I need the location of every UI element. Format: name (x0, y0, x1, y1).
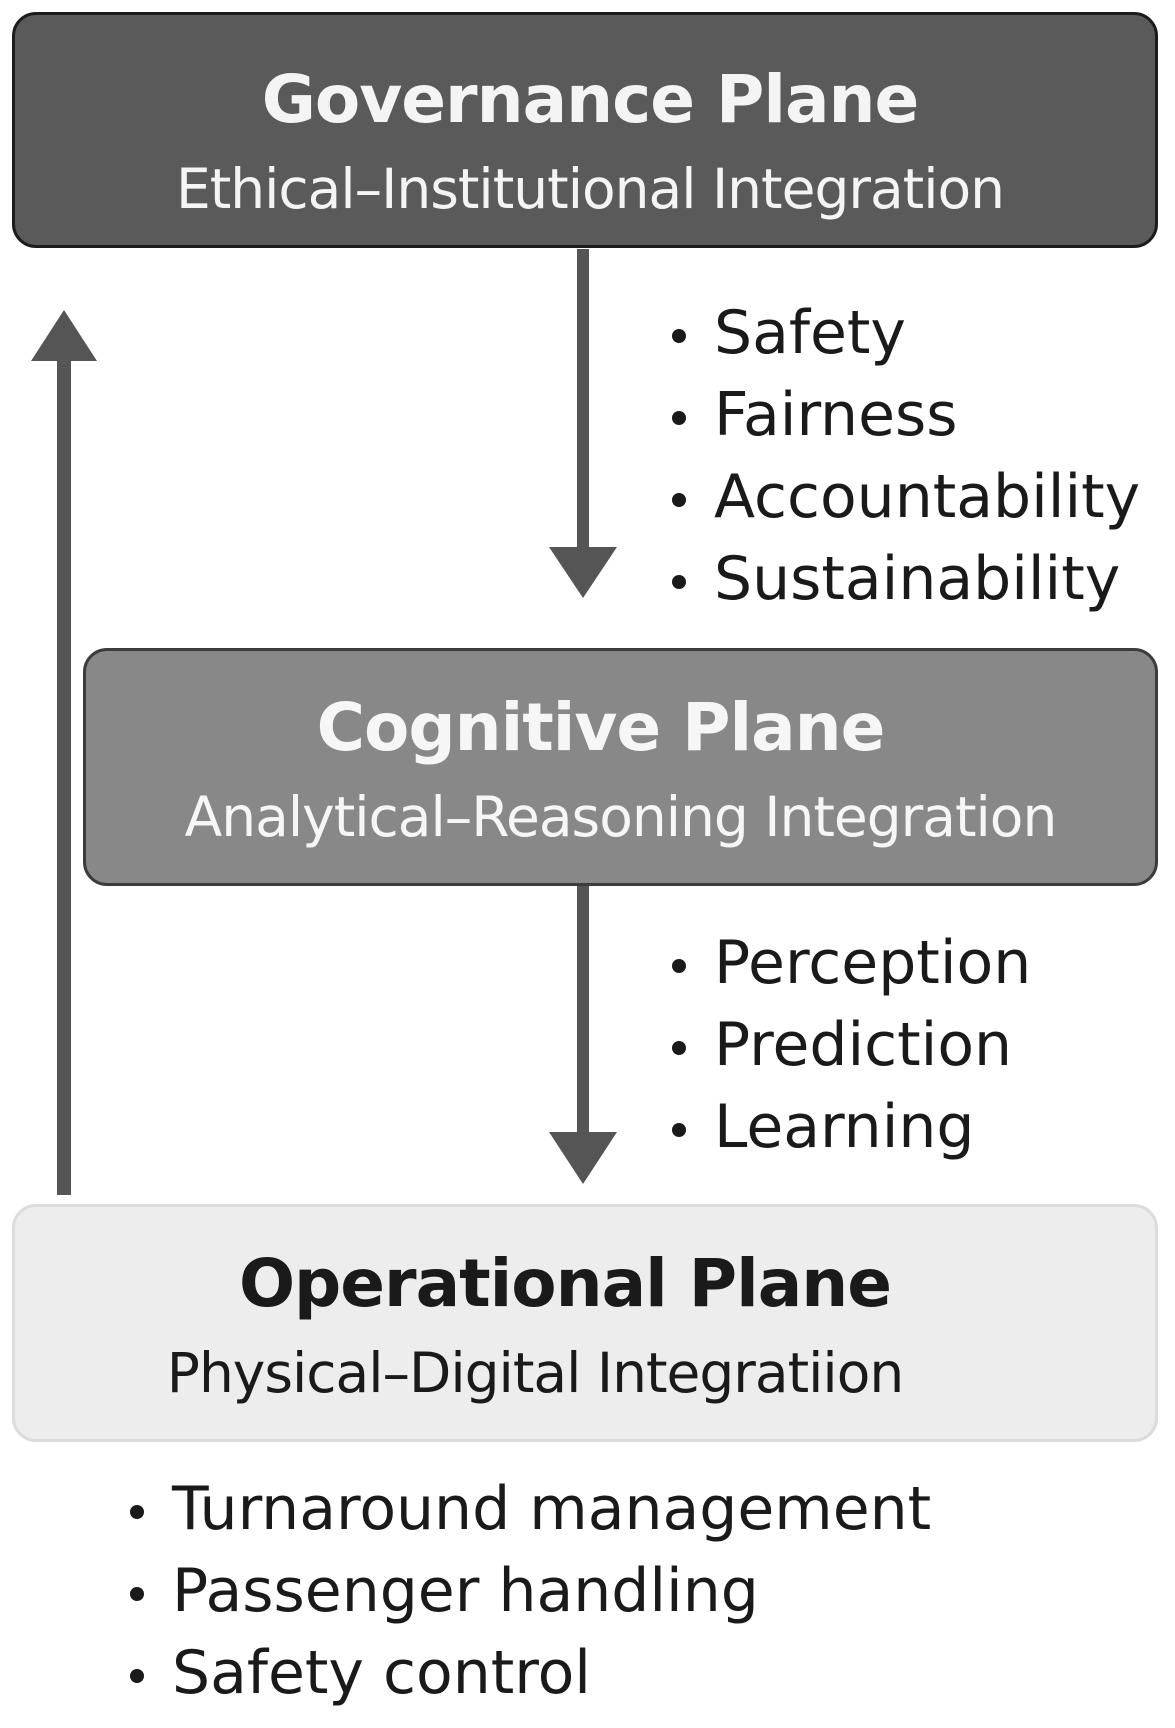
cognitive-plane-subtitle: Analytical–Reasoning Integration (184, 785, 1058, 849)
governance-bullet-list: Safety Fairness Accountability Sustainab… (668, 292, 1140, 620)
list-item: Safety control (126, 1632, 931, 1714)
cognitive-plane-box: Cognitive Plane Analytical–Reasoning Int… (83, 648, 1158, 886)
cognitive-plane-title: Cognitive Plane (316, 689, 886, 766)
governance-plane-box: Governance Plane Ethical–Institutional I… (12, 12, 1158, 248)
operational-plane-box: Operational Plane Physical–Digital Integ… (12, 1204, 1158, 1442)
list-item: Fairness (668, 374, 1140, 456)
governance-plane-title: Governance Plane (261, 61, 920, 138)
list-item: Prediction (668, 1004, 1031, 1086)
list-item: Learning (668, 1086, 1031, 1168)
operational-plane-title: Operational Plane (238, 1245, 892, 1322)
operational-bullet-list: Turnaround management Passenger handling… (126, 1468, 931, 1714)
list-item: Turnaround management (126, 1468, 931, 1550)
operational-to-governance-feedback-arrow (31, 310, 97, 1195)
governance-to-cognitive-arrow (549, 249, 617, 598)
governance-plane-subtitle: Ethical–Institutional Integration (175, 157, 1005, 221)
operational-plane-subtitle: Physical–Digital Integratiion (166, 1341, 904, 1405)
list-item: Sustainability (668, 538, 1140, 620)
list-item: Accountability (668, 456, 1140, 538)
list-item: Perception (668, 922, 1031, 1004)
list-item: Passenger handling (126, 1550, 931, 1632)
cognitive-to-operational-arrow (549, 886, 617, 1184)
list-item: Safety (668, 292, 1140, 374)
cognitive-bullet-list: Perception Prediction Learning (668, 922, 1031, 1168)
